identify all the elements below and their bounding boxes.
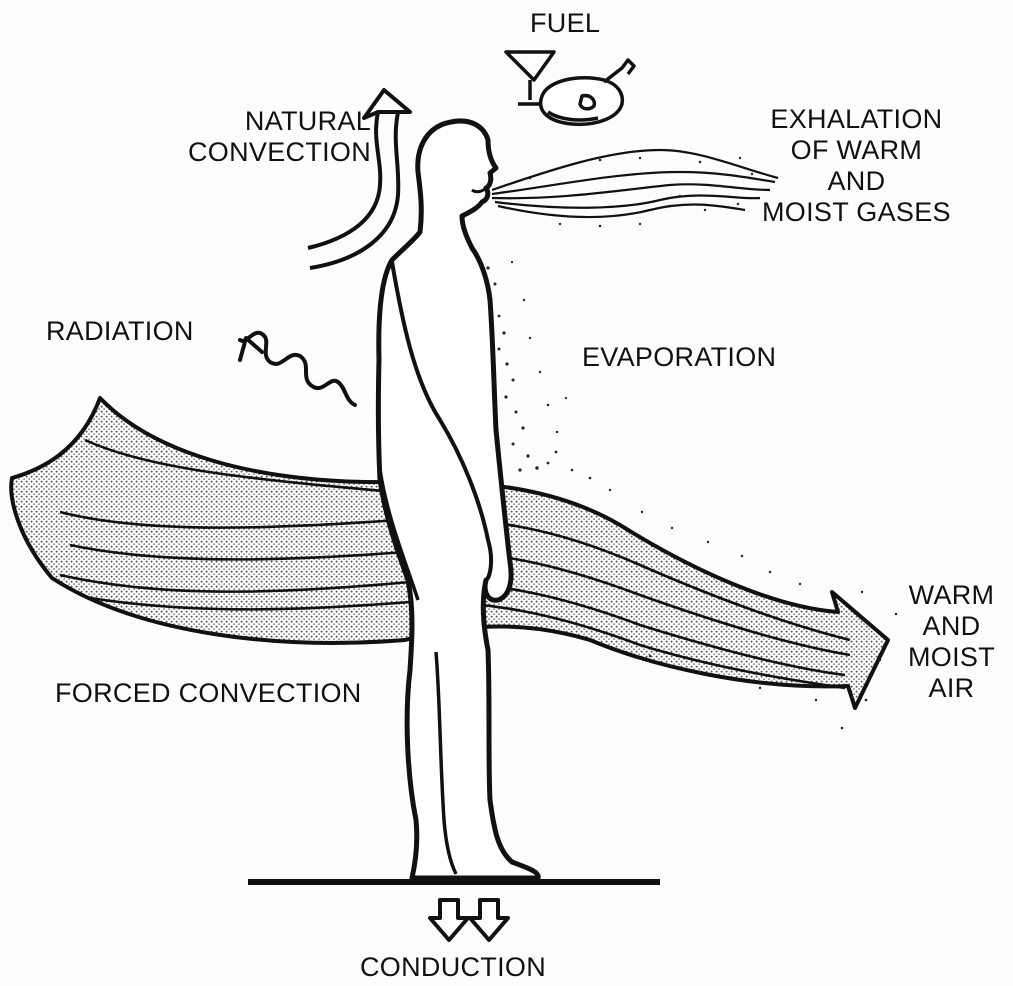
- warm-moist-air-line-2: AND: [908, 611, 995, 642]
- fuel-label: FUEL: [530, 8, 600, 39]
- exhalation-line-2: OF WARM: [762, 135, 951, 166]
- exhalation-line-3: AND: [762, 166, 951, 197]
- fuel-icon: [506, 52, 634, 124]
- conduction-label: CONDUCTION: [360, 952, 546, 983]
- warm-moist-air-line-4: AIR: [908, 673, 995, 704]
- natural-convection-label: NATURAL CONVECTION: [188, 106, 371, 168]
- exhalation-lines: [492, 150, 778, 217]
- warm-moist-air-label: WARM AND MOIST AIR: [908, 580, 995, 704]
- exhalation-line-4: MOIST GASES: [762, 197, 951, 228]
- radiation-arrow: [240, 333, 355, 405]
- natural-convection-line-1: NATURAL: [188, 106, 371, 137]
- conduction-arrows: [430, 900, 508, 940]
- warm-moist-air-line-3: MOIST: [908, 642, 995, 673]
- exhalation-label: EXHALATION OF WARM AND MOIST GASES: [762, 104, 951, 228]
- evaporation-label: EVAPORATION: [582, 342, 776, 373]
- radiation-label: RADIATION: [46, 316, 194, 347]
- natural-convection-line-2: CONVECTION: [188, 137, 371, 168]
- warm-moist-air-line-1: WARM: [908, 580, 995, 611]
- exhalation-line-1: EXHALATION: [762, 104, 951, 135]
- forced-convection-label: FORCED CONVECTION: [55, 678, 362, 709]
